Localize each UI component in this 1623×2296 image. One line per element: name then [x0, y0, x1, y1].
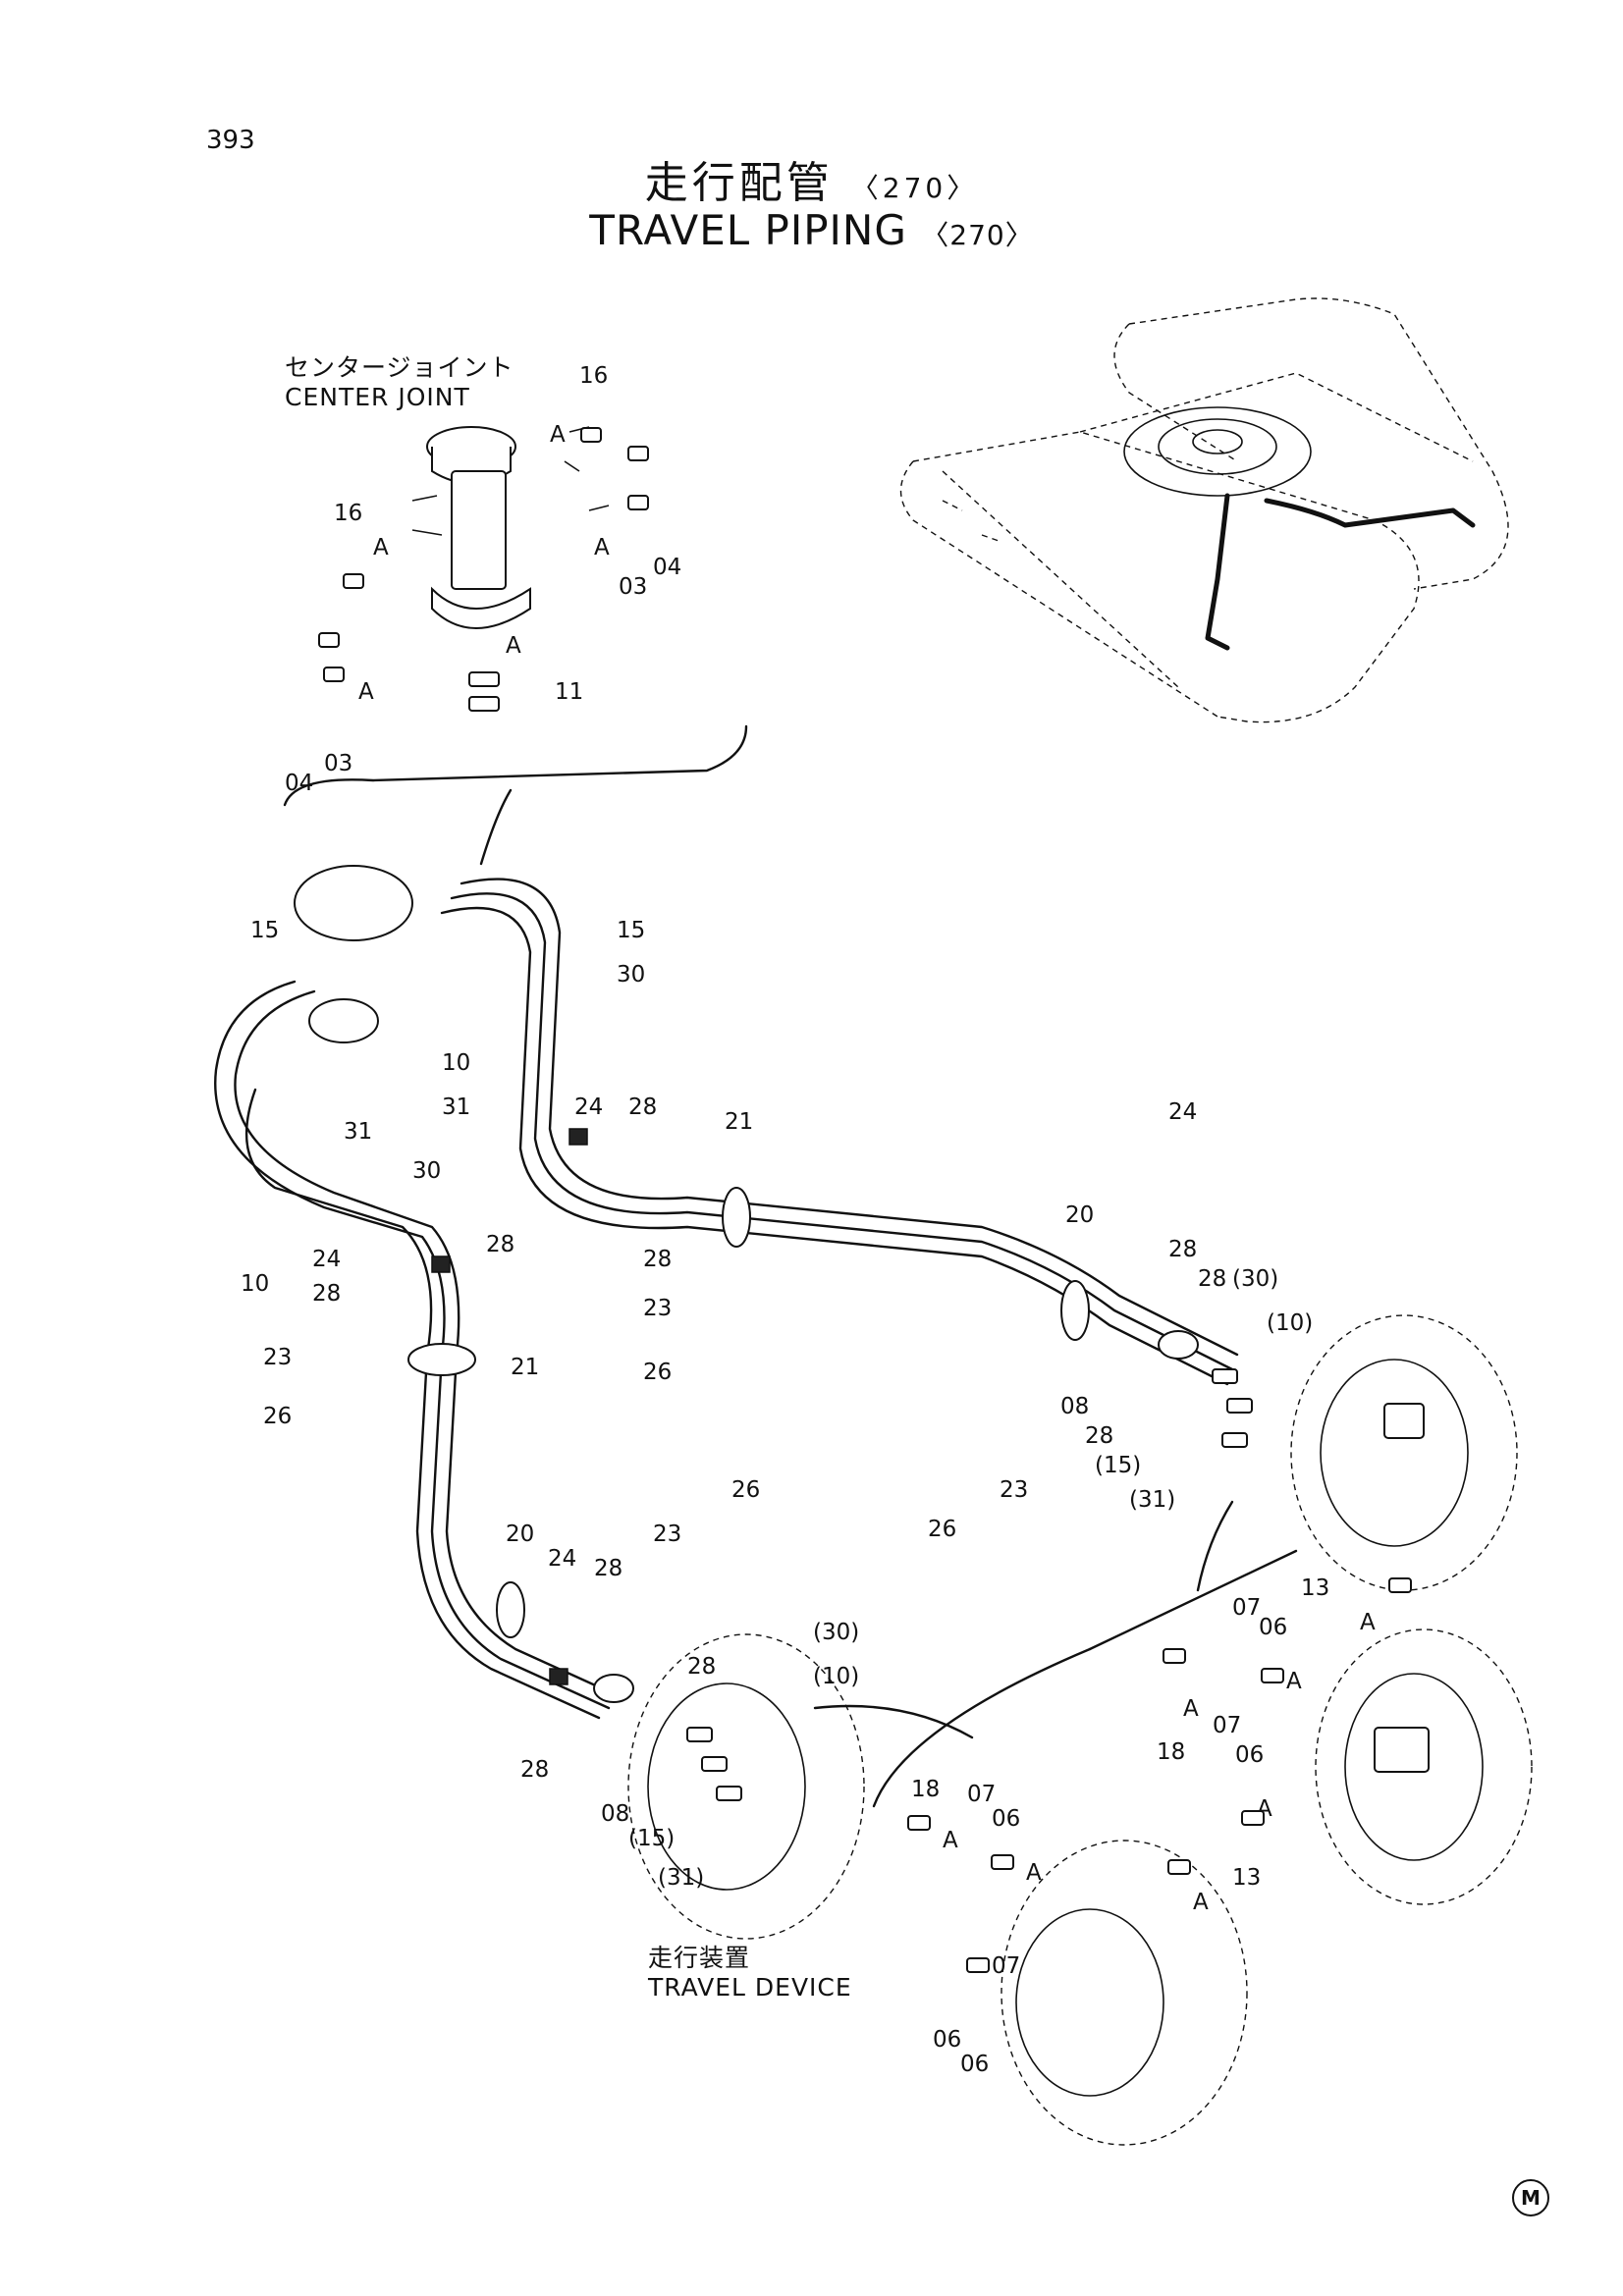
part-label: A [1026, 1860, 1042, 1886]
travel-devices [627, 1314, 1533, 2146]
page-title-japanese: 走行配管 〈270〉 [0, 147, 1623, 210]
page-number: 393 [206, 126, 255, 155]
part-label: 23 [263, 1345, 292, 1370]
part-label: A [550, 422, 566, 448]
part-label: 08 [1060, 1394, 1089, 1419]
part-label: 06 [992, 1806, 1020, 1832]
part-label: 28 [628, 1095, 657, 1120]
part-number-labels: 15 15 30 10 31 31 30 24 28 21 10 24 28 2… [241, 918, 1376, 2077]
part-label: 04 [653, 555, 681, 580]
part-label: 18 [911, 1777, 940, 1802]
part-label: (31) [1129, 1487, 1175, 1513]
part-label: 10 [442, 1050, 470, 1076]
part-label: 06 [1259, 1615, 1287, 1640]
part-label: 24 [1168, 1099, 1197, 1125]
center-joint-caption-en: CENTER JOINT [285, 383, 470, 411]
part-label: (31) [658, 1865, 704, 1891]
part-label: A [1286, 1669, 1302, 1694]
part-label: 21 [725, 1109, 753, 1135]
manufacturer-mark: M [1512, 2179, 1549, 2216]
part-label: 15 [617, 918, 645, 943]
page-title-english: TRAVEL PIPING 〈270〉 [0, 206, 1623, 254]
part-label: (10) [1267, 1310, 1313, 1336]
part-label: 28 [594, 1556, 622, 1581]
undercarriage-overview [899, 297, 1509, 723]
part-label: 28 [520, 1757, 549, 1783]
part-label: A [1183, 1696, 1199, 1722]
part-label: 15 [250, 918, 279, 943]
part-label: A [506, 633, 521, 659]
part-label: 18 [1157, 1739, 1185, 1765]
part-label: A [943, 1828, 958, 1853]
part-label: A [594, 535, 610, 561]
title-jp-code: 〈270〉 [850, 172, 979, 204]
part-label: 31 [442, 1095, 470, 1120]
part-label: 24 [574, 1095, 603, 1120]
part-label: 26 [263, 1404, 292, 1429]
part-label: 28 [1198, 1266, 1226, 1292]
title-en-code: 〈270〉 [921, 219, 1034, 251]
part-label: 07 [967, 1782, 996, 1807]
part-label: A [373, 535, 389, 561]
part-label: 20 [1065, 1202, 1094, 1228]
part-label: 28 [486, 1232, 514, 1257]
part-label: (30) [813, 1620, 859, 1645]
title-en-text: TRAVEL PIPING [589, 206, 907, 254]
part-label: 28 [312, 1281, 341, 1307]
part-label: 03 [324, 751, 352, 776]
part-label: 30 [617, 962, 645, 988]
part-label: 26 [731, 1477, 760, 1503]
part-label: A [358, 679, 374, 705]
part-label: 28 [1168, 1237, 1197, 1262]
part-label: 31 [344, 1119, 372, 1145]
center-joint-caption-jp: センタージョイント [285, 353, 514, 382]
part-label: 08 [601, 1801, 629, 1827]
part-label: 21 [511, 1355, 539, 1380]
travel-device-caption-jp: 走行装置 [648, 1944, 751, 1972]
part-label: 26 [643, 1360, 672, 1385]
part-label: 11 [555, 679, 583, 705]
part-label: 28 [687, 1654, 716, 1680]
title-jp-text: 走行配管 [644, 158, 834, 208]
part-label: 20 [506, 1522, 534, 1547]
part-label: 04 [285, 771, 313, 796]
part-label: 30 [412, 1158, 441, 1184]
part-label: 06 [960, 2052, 989, 2077]
center-joint-detail: 16 A 16 A A 03 04 A 03 04 A 11 [283, 363, 748, 866]
part-label: 26 [928, 1517, 956, 1542]
part-label: 23 [653, 1522, 681, 1547]
part-label: 10 [241, 1271, 269, 1297]
travel-device-caption-en: TRAVEL DEVICE [648, 1973, 852, 2002]
part-label: A [1193, 1890, 1209, 1915]
part-label: (15) [1095, 1453, 1141, 1478]
part-label: 16 [334, 501, 362, 526]
part-label: 23 [643, 1296, 672, 1321]
hose-harness [214, 865, 1239, 1720]
part-label: 13 [1232, 1865, 1261, 1891]
part-label: 24 [548, 1546, 576, 1572]
part-label: 06 [933, 2027, 961, 2053]
part-label: (15) [628, 1826, 675, 1851]
part-label: (10) [813, 1664, 859, 1689]
part-label: 07 [1213, 1713, 1241, 1738]
fittings [686, 1368, 1430, 1973]
part-label: 07 [1232, 1595, 1261, 1621]
part-label: 13 [1301, 1575, 1329, 1601]
part-label: 23 [1000, 1477, 1028, 1503]
part-label: 06 [1235, 1742, 1264, 1768]
part-label: 03 [619, 574, 647, 600]
part-label: 24 [312, 1247, 341, 1272]
part-label: 07 [992, 1953, 1020, 1979]
part-label: 28 [643, 1247, 672, 1272]
part-label: A [1360, 1610, 1376, 1635]
part-label: (30) [1232, 1266, 1278, 1292]
part-label: 28 [1085, 1423, 1113, 1449]
part-label: 16 [579, 363, 608, 389]
